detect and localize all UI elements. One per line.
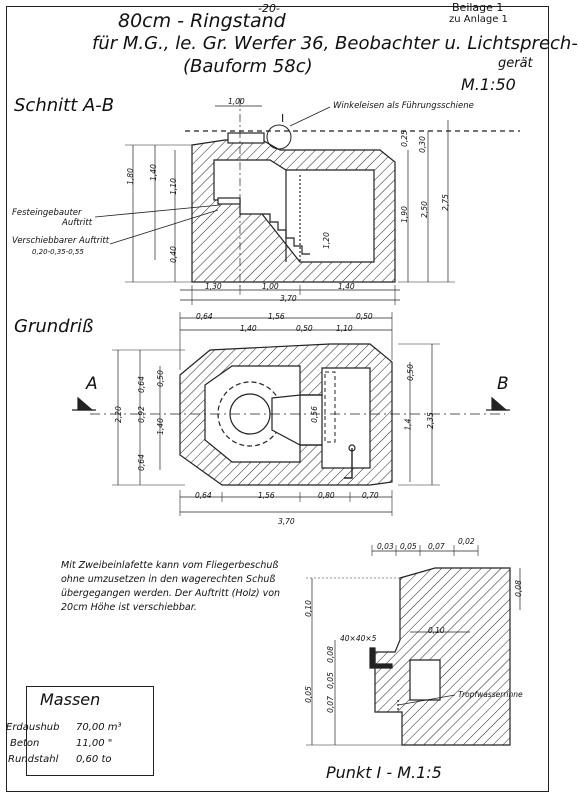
dim-d-0-07b: 0,07 [325,696,335,713]
dim-h-0-30: 0,30 [417,136,427,153]
dim-h-1-20: 1,20 [321,232,331,249]
massen-row-label: Beton [10,738,40,749]
dim-b-3-70: 3,70 [280,294,297,303]
dim-b-1-30: 1,30 [205,282,222,291]
dim-h-2-50: 2,50 [419,201,429,218]
sheet-border [6,6,549,792]
beilage-label: Beilage 1 [452,1,504,14]
detail-drawing [306,545,521,746]
dim-d-0-02: 0,02 [458,537,475,546]
dim-d-0-05c: 0,05 [325,672,335,689]
dim-l-1-40: 1,40 [155,418,165,435]
marker-b: B [497,374,509,394]
massen-row-value: 70,00 m³ [76,722,122,733]
drawing-sheet: -20- Beilage 1 zu Anlage 1 80cm - Ringst… [6,1,578,792]
dim-h-2-75: 2,75 [440,194,450,211]
note-line-3: übergegangen werden. Der Auftritt (Holz)… [61,588,281,599]
dim-h-1-80: 1,80 [125,168,135,185]
massen-table [26,686,154,776]
dim-d-0-07: 0,07 [428,542,445,551]
note-line-1: Mit Zweibeinlafette kann vom Fliegerbesc… [61,560,279,571]
dim-l-0-64b: 0,64 [136,454,146,471]
dim-t-0-50b: 0,50 [296,324,313,333]
section-a-b-drawing [94,98,520,305]
dim-d-0-08b: 0,08 [325,646,335,663]
detail-concrete [374,567,511,746]
title-line-2: für M.G., le. Gr. Werfer 36, Beobachter … [92,33,578,54]
section-label: Schnitt A-B [14,95,115,116]
dim-b-1-56: 1,56 [258,491,275,500]
marker-i: I [281,112,285,125]
dim-t-0-64: 0,64 [196,312,213,321]
dim-b-0-70: 0,70 [362,491,379,500]
note-line-2: ohne umzusetzen in den wagerechten Schuß [61,574,276,585]
plan-label: Grundriß [14,316,94,337]
title-line-1: 80cm - Ringstand [118,10,286,32]
dim-b-0-64: 0,64 [195,491,212,500]
dim-b-1-00: 1,00 [262,282,279,291]
dim-r-1-4: 1,4 [403,418,413,431]
dim-d-0-03: 0,03 [377,542,394,551]
dim-m-0-56: 0,56 [309,406,319,423]
marker-a: A [86,374,98,394]
dim-b-1-40: 1,40 [338,282,355,291]
angle-iron [369,647,393,669]
dim-d-0-10v: 0,10 [303,600,313,617]
dim-d-0-08: 0,08 [513,580,523,597]
angle-iron-label: 40×40×5 [340,634,377,643]
scale-label: M.1:50 [461,75,516,94]
platform [217,197,241,205]
detail-circle-i [266,124,292,150]
massen-row-label: Rundstahl [8,754,59,765]
auftritt-sizes: 0,20-0,35-0,55 [32,248,84,256]
dim-l-2-20: 2,20 [113,406,123,423]
dim-r-2-35: 2,35 [425,412,435,429]
dim-l-0-50: 0,50 [155,370,165,387]
dim-l-0-92: 0,92 [136,406,146,423]
title-line-2-continued: gerät [498,56,533,71]
stairs [262,213,310,255]
anlage-label: zu Anlage 1 [449,14,508,25]
dim-b-3-70-plan: 3,70 [278,517,295,526]
dim-b-0-80: 0,80 [318,491,335,500]
dim-h-0-40: 0,40 [168,246,178,263]
note-line-4: 20cm Höhe ist verschiebbar. [61,602,197,613]
technical-drawing [72,98,521,746]
page-number: -20- [258,2,280,15]
massen-title: Massen [40,690,101,709]
section-concrete [191,139,396,283]
dim-t-0-50: 0,50 [356,312,373,321]
winkeleisen-annotation: Winkeleisen als Führungsschiene [333,101,474,111]
massen-row-value: 11,00 " [76,738,113,749]
dim-top-width: 1,00 [228,97,245,106]
ring-opening [227,132,265,144]
dim-t-1-40: 1,40 [240,324,257,333]
dim-l-0-64: 0,64 [136,376,146,393]
dim-d-0-10h: 0,10 [428,626,445,635]
dim-h-0-25: 0,25 [399,130,409,147]
drain-label: Tropfwasserrinne [458,690,523,699]
auftritt-annotation: Auftritt [62,218,93,228]
detail-title: Punkt I - M.1:5 [326,763,442,782]
dim-h-1-40: 1,40 [148,164,158,181]
massen-row-value: 0,60 to [76,754,112,765]
massen-row-label: Erdaushub [6,722,60,733]
festeingebauter-annotation: Festeingebauter [12,208,82,218]
dim-r-0-50: 0,50 [405,364,415,381]
dim-t-1-10: 1,10 [336,324,353,333]
dim-h-1-10: 1,10 [168,178,178,195]
dim-d-0-05: 0,05 [400,542,417,551]
title-line-3: (Bauform 58c) [183,56,313,77]
plan-drawing [72,312,510,516]
dim-t-1-56: 1,56 [268,312,285,321]
verschiebbarer-annotation: Verschiebbarer Auftritt [12,236,110,246]
dim-d-0-05b: 0,05 [303,686,313,703]
plan-concrete [179,343,393,486]
dim-h-1-90: 1,90 [399,206,409,223]
